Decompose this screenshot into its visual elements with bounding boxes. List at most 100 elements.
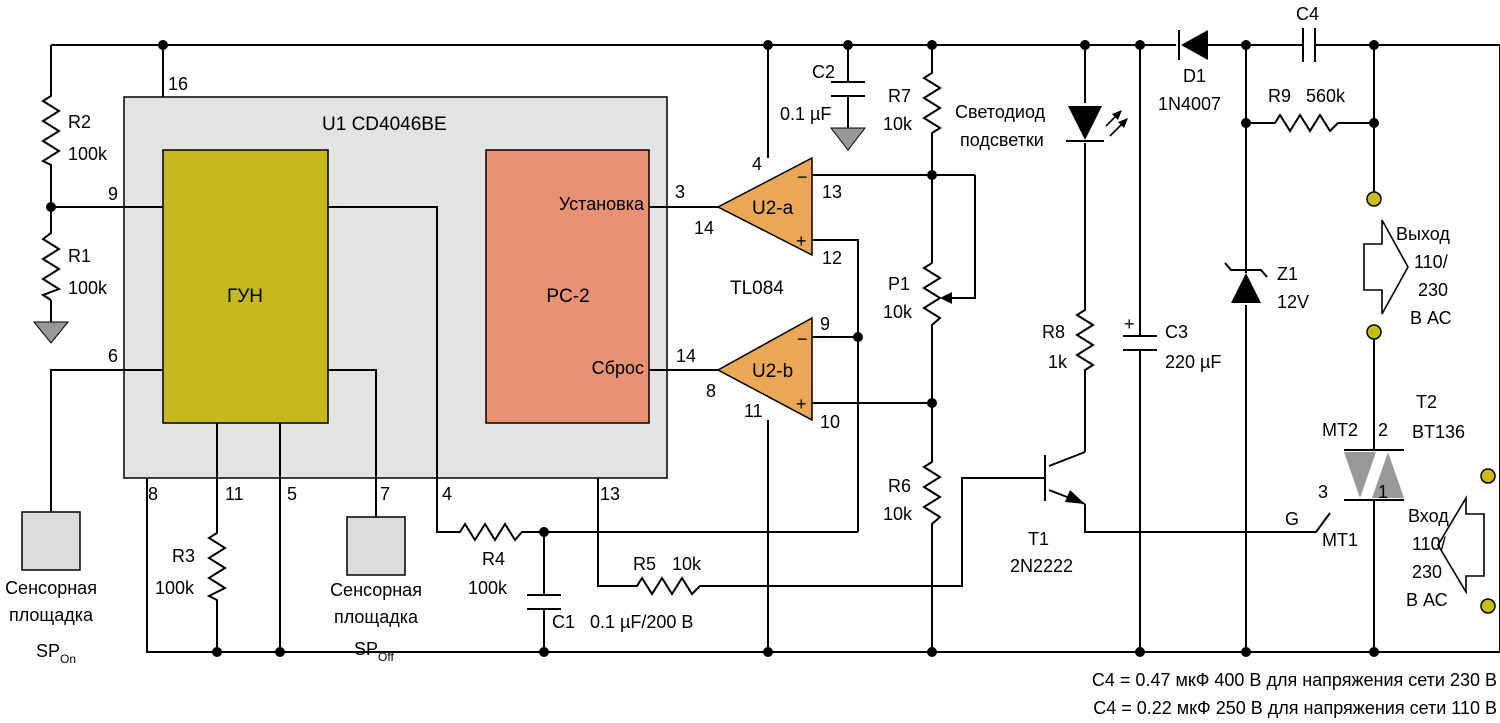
touch-pad-off[interactable] [346, 516, 406, 576]
led-label-line2: подсветки [960, 130, 1044, 150]
ic-u1: U1 CD4046BE ГУН PC-2 Установка Сброс [123, 96, 668, 479]
t1-value: 2N2222 [1010, 556, 1073, 576]
opamp-u2b-pin-plus: 10 [820, 412, 840, 432]
t1-emitter-arrow [1065, 490, 1085, 504]
ic-u1-label: U1 CD4046BE [322, 114, 447, 135]
output-terminal-bottom [1366, 324, 1382, 340]
r6-value: 10k [883, 504, 913, 524]
output-label-line1: Выход [1396, 224, 1450, 244]
ground-symbol-left [32, 321, 70, 344]
pin-4: 4 [442, 484, 452, 504]
pin-14: 14 [676, 346, 696, 366]
vco-label: ГУН [227, 286, 263, 307]
pin-13: 13 [600, 484, 620, 504]
output-label-line4: В АС [1410, 308, 1452, 328]
z1-value: 12V [1277, 292, 1309, 312]
opamp-part-label: TL084 [730, 278, 784, 299]
notes: C4 = 0.47 мкФ 400 В для напряжения сети … [1092, 670, 1497, 718]
p1-ref: P1 [888, 274, 910, 294]
r9-value: 560k [1306, 86, 1346, 106]
output-label-line2: 110/ [1414, 252, 1448, 272]
opamp-u2b-plus: + [796, 394, 807, 414]
r6-resistor [922, 457, 942, 529]
grounds [32, 127, 867, 344]
pad-on-line2: площадка [9, 605, 94, 625]
opamp-u2b-label: U2-b [752, 361, 793, 382]
p1-value: 10k [883, 302, 913, 322]
opamp-u2a-pin-v: 4 [752, 154, 762, 174]
r1-value: 100k [68, 278, 108, 298]
note-line-2: C4 = 0.22 мкФ 250 В для напряжения сети … [1093, 698, 1497, 718]
opamp-u2b-pin-minus: 9 [820, 314, 830, 334]
z1-ref: Z1 [1277, 264, 1298, 284]
t1-transistor [1044, 455, 1085, 504]
opamp-u2a-pin-out: 14 [694, 218, 714, 238]
r5-ref: R5 [633, 554, 656, 574]
r2-resistor [40, 90, 61, 170]
led-light-arrows [1105, 110, 1128, 137]
r7-value: 10k [883, 114, 913, 134]
c1-value: 0.1 µF/200 В [590, 612, 693, 632]
component-labels: R2 100k R1 100k R3 100k R4 100k R5 10k C… [68, 4, 1465, 632]
opamp-u2a-minus: − [797, 167, 808, 187]
pin-6: 6 [108, 346, 118, 366]
pad-on-line1: Сенсорная [5, 578, 97, 598]
pin-7: 7 [380, 484, 390, 504]
led-label-line1: Светодиод [955, 102, 1046, 122]
c1-ref: C1 [552, 612, 575, 632]
r3-value: 100k [155, 578, 195, 598]
c3-polarity: + [1124, 314, 1135, 334]
input-label-line2: 110/ [1412, 534, 1446, 554]
output-arrow [1363, 219, 1409, 315]
r3-ref: R3 [172, 546, 195, 566]
io-labels: Выход 110/ 230 В АС Вход 110/ 230 В АС [1396, 224, 1452, 610]
c3-ref: C3 [1165, 322, 1188, 342]
opamp-u2a-triangle [716, 156, 813, 257]
r3-resistor [206, 527, 228, 605]
r7-resistor [922, 68, 942, 138]
pc2-block [485, 149, 650, 424]
r1-ref: R1 [68, 246, 91, 266]
touch-pads [21, 511, 406, 576]
touch-pad-on[interactable] [21, 511, 81, 571]
pin-3: 3 [675, 182, 685, 202]
diodes [1066, 30, 1268, 303]
c2-value: 0.1 µF [780, 104, 831, 124]
input-terminal-top [1480, 468, 1496, 484]
r8-ref: R8 [1042, 322, 1065, 342]
t2-triangle-up [1372, 452, 1404, 498]
wires [50, 44, 1500, 653]
pad-off-line2: площадка [334, 607, 419, 627]
r5-value: 10k [672, 554, 702, 574]
opamp-u2a-pin-plus: 12 [822, 248, 842, 268]
r8-value: 1k [1048, 352, 1068, 372]
ic-pin-numbers: 16 9 6 8 11 5 7 4 13 3 14 [108, 74, 696, 504]
pin-16: 16 [168, 74, 188, 94]
d1-value: 1N4007 [1158, 94, 1221, 114]
c4-gap [1303, 38, 1315, 52]
opamp-u2a: U2-a − + 4 13 12 14 [694, 154, 842, 268]
opamp-u2b-triangle [716, 316, 813, 422]
pin-8: 8 [148, 484, 158, 504]
pin-9: 9 [108, 184, 118, 204]
t2-value: BT136 [1412, 422, 1465, 442]
r4-value: 100k [468, 578, 508, 598]
opamp-u2a-plus: + [796, 231, 807, 251]
pad-off-name: SPOff [354, 639, 394, 664]
c4-ref: C4 [1296, 4, 1319, 24]
d1-ref: D1 [1183, 66, 1206, 86]
junction-dots [46, 40, 1379, 657]
r5-resistor [632, 576, 710, 596]
opamp-u2a-label: U2-a [752, 198, 794, 219]
t2-pin3: 3 [1318, 482, 1328, 502]
p1-potentiometer [922, 258, 942, 330]
reset-label: Сброс [592, 358, 644, 378]
pad-on-name: SPOn [36, 641, 76, 666]
t2-pin2: 2 [1378, 420, 1388, 440]
t2-triac [1344, 449, 1404, 501]
r4-resistor [455, 522, 527, 542]
output-terminal-top [1366, 191, 1382, 207]
z1-zener [1231, 273, 1261, 303]
pin-11: 11 [225, 484, 244, 504]
